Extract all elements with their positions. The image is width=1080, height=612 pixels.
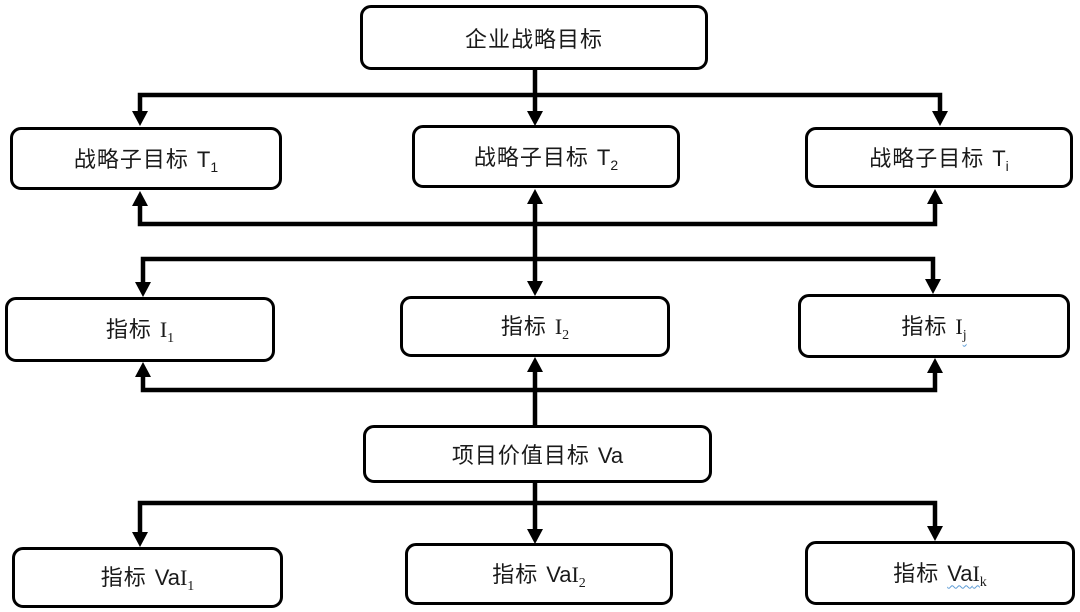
node-label: 指标 VaIk (893, 560, 987, 590)
edge-t2-i2-bidirectional (527, 189, 543, 296)
node-label: 项目价值目标 Va (451, 443, 624, 469)
node-subgoal-ti: 战略子目标 Ti (805, 127, 1073, 188)
node-value-goal: 项目价值目标 Va (363, 425, 712, 483)
node-label: 指标 VaI2 (492, 561, 586, 591)
edge-bus-down-to-indicators (135, 256, 941, 297)
node-label: 指标 I2 (500, 314, 570, 343)
node-label: 战略子目标 T1 (73, 147, 219, 175)
node-indicator-vaik: 指标 VaIk (805, 541, 1075, 605)
node-label: 战略子目标 T2 (473, 145, 619, 173)
node-indicator-vai1: 指标 VaI1 (12, 547, 283, 608)
edge-bus-up-to-subgoals (132, 189, 943, 227)
node-indicator-vai2: 指标 VaI2 (405, 543, 673, 605)
node-indicator-i1: 指标 I1 (5, 297, 275, 362)
node-indicator-i2: 指标 I2 (400, 296, 670, 357)
node-label: 战略子目标 Ti (869, 146, 1009, 174)
edge-strategic-to-subgoals (132, 70, 948, 126)
node-subgoal-t2: 战略子目标 T2 (412, 125, 680, 188)
node-label: 指标 Ij (901, 313, 967, 343)
node-indicator-ij: 指标 Ij (798, 294, 1070, 358)
node-strategic-goal: 企业战略目标 (360, 5, 708, 70)
edge-value-goal-to-indicators (135, 357, 943, 425)
node-label: 指标 I1 (105, 317, 175, 346)
node-subgoal-t1: 战略子目标 T1 (10, 127, 282, 190)
node-label: 指标 VaI1 (100, 565, 195, 594)
node-label: 企业战略目标 (464, 27, 603, 53)
edge-value-goal-to-vai (132, 483, 943, 547)
